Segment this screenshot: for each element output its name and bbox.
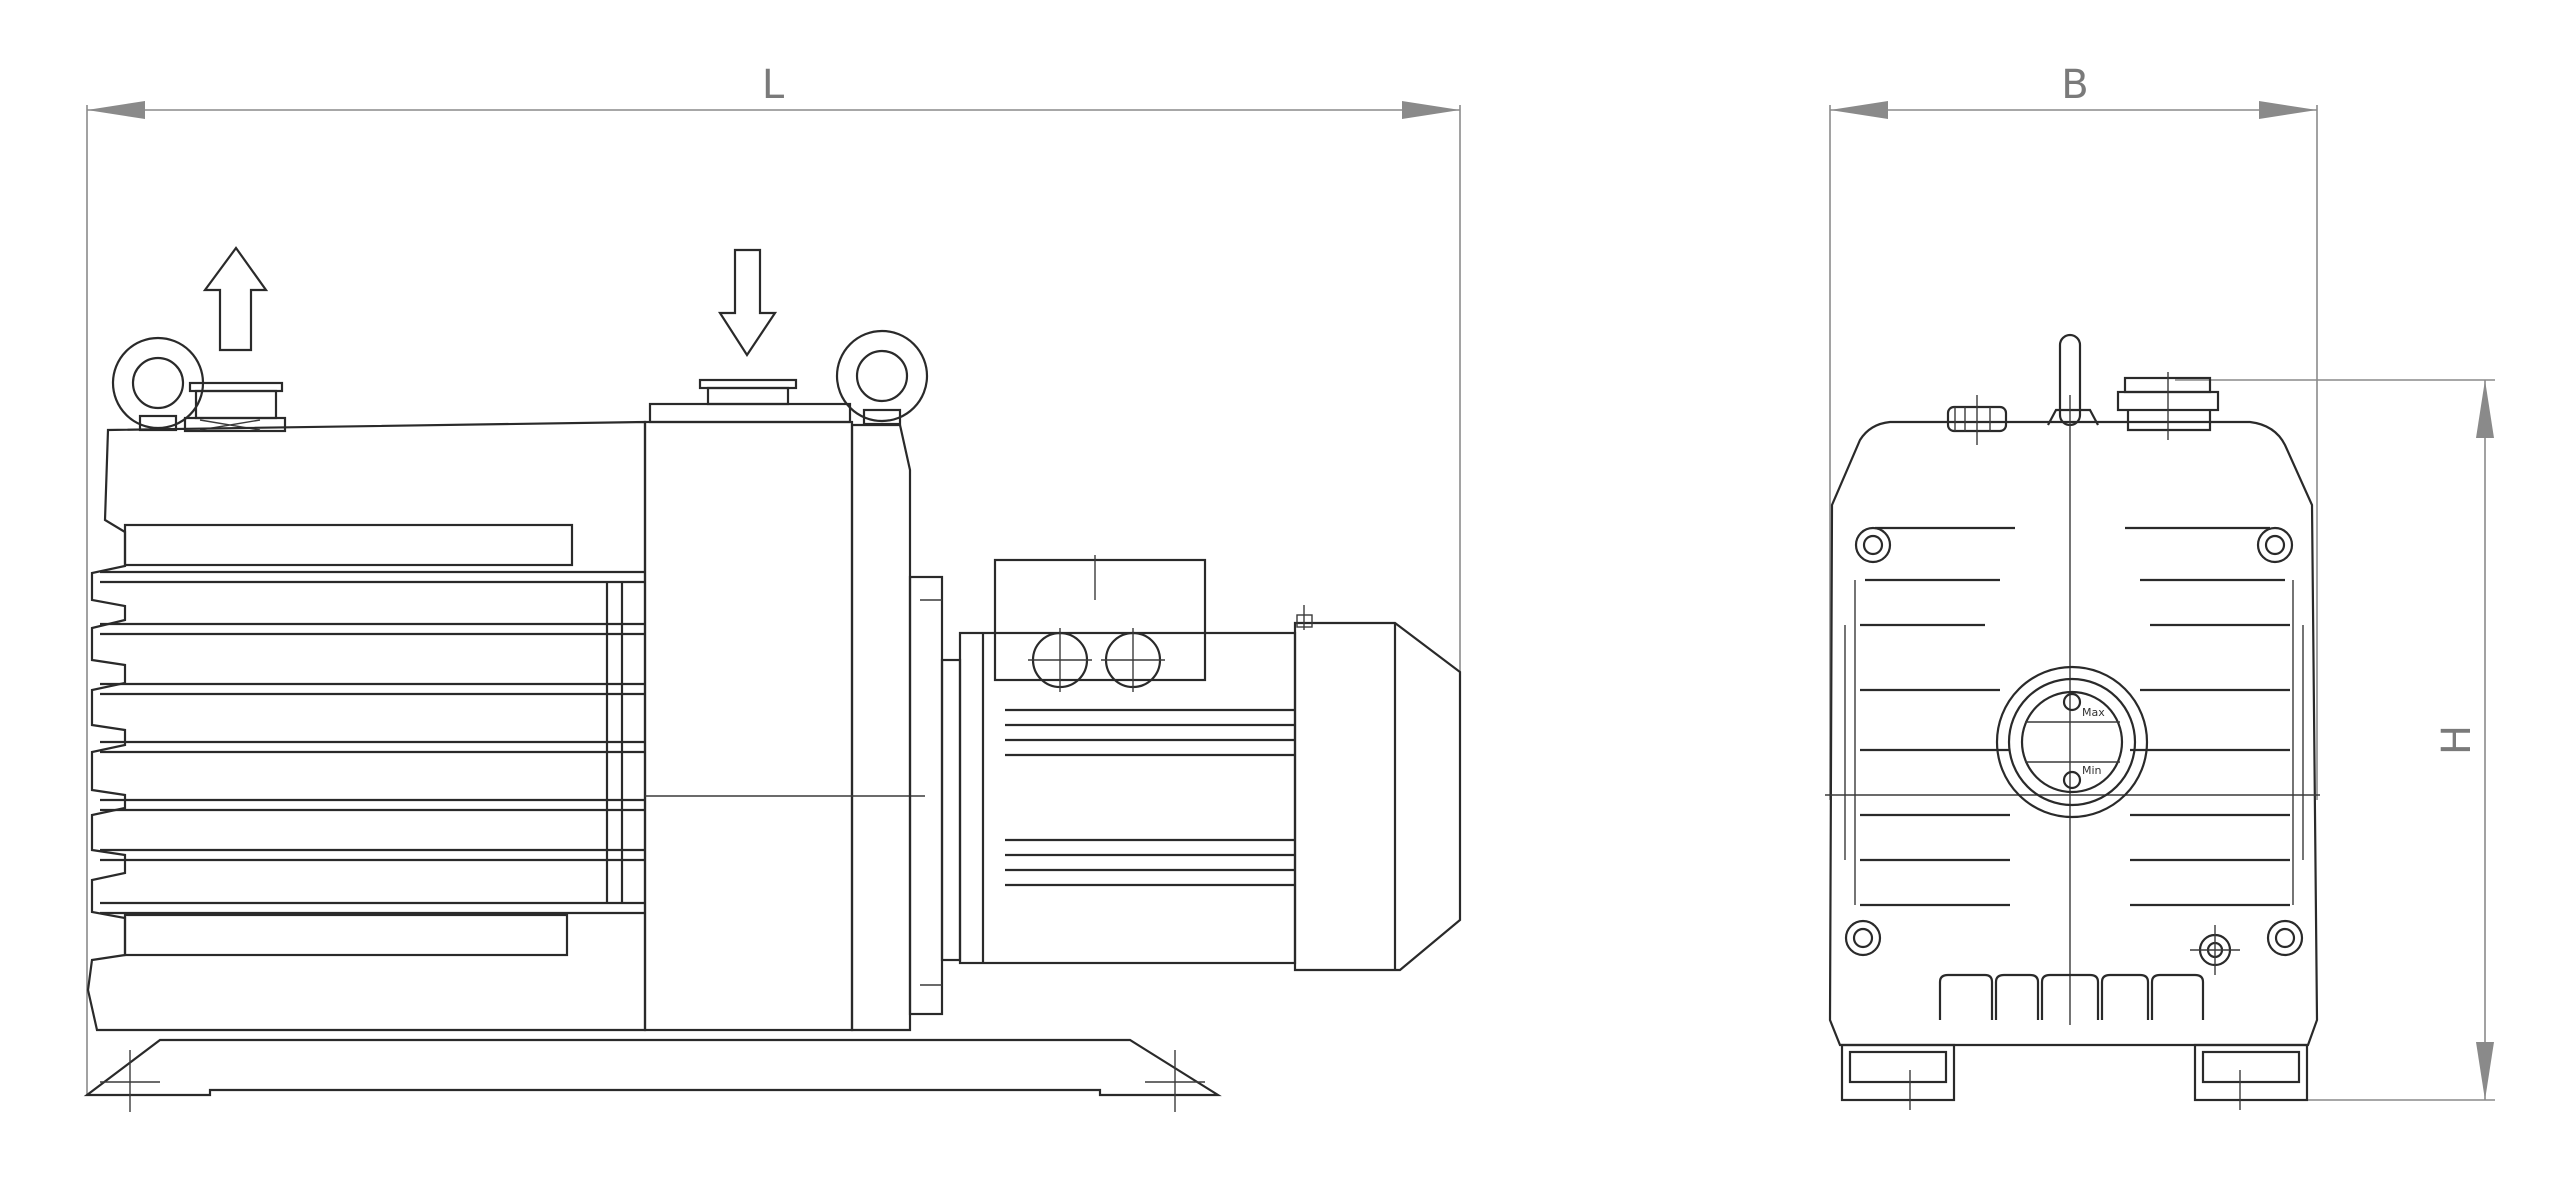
front-fins-right: [2125, 526, 2304, 907]
exhaust-port: [183, 381, 287, 433]
front-view: B H: [1825, 62, 2495, 1110]
length-label: L: [762, 62, 785, 108]
width-label: B: [2061, 62, 2088, 108]
intake-port: [648, 378, 852, 424]
gauge-max-label: Max: [2082, 706, 2105, 719]
base-frame: [83, 1038, 1222, 1112]
front-bottom-slots: [1938, 973, 2205, 1020]
front-housing: [1828, 420, 2319, 1047]
front-cover: [850, 423, 912, 1032]
intake-arrow-down: [717, 248, 778, 358]
front-fins-left: [1844, 526, 2015, 907]
exhaust-arrow-up: [202, 246, 269, 352]
lifting-eye-right: [835, 329, 929, 426]
side-view: L: [83, 62, 1462, 1112]
terminal-box: [993, 558, 1207, 682]
dimension-length: L: [86, 62, 1461, 1095]
middle-block: [643, 420, 854, 1032]
oil-sight-glass: Max Min: [1995, 665, 2149, 819]
height-label: H: [2434, 725, 2480, 755]
front-top-fittings: [1946, 333, 2220, 445]
dimension-height: H: [2175, 379, 2495, 1101]
gauge-min-label: Min: [2082, 764, 2102, 777]
front-bolt-holes: [1844, 526, 2304, 975]
fan-cover: [1293, 621, 1462, 972]
pump-housing: [86, 420, 647, 1032]
dimension-width: B: [1829, 62, 2318, 800]
front-feet: [1840, 1043, 2309, 1110]
housing-ribs: [100, 523, 645, 957]
electric-motor: [958, 555, 1462, 972]
